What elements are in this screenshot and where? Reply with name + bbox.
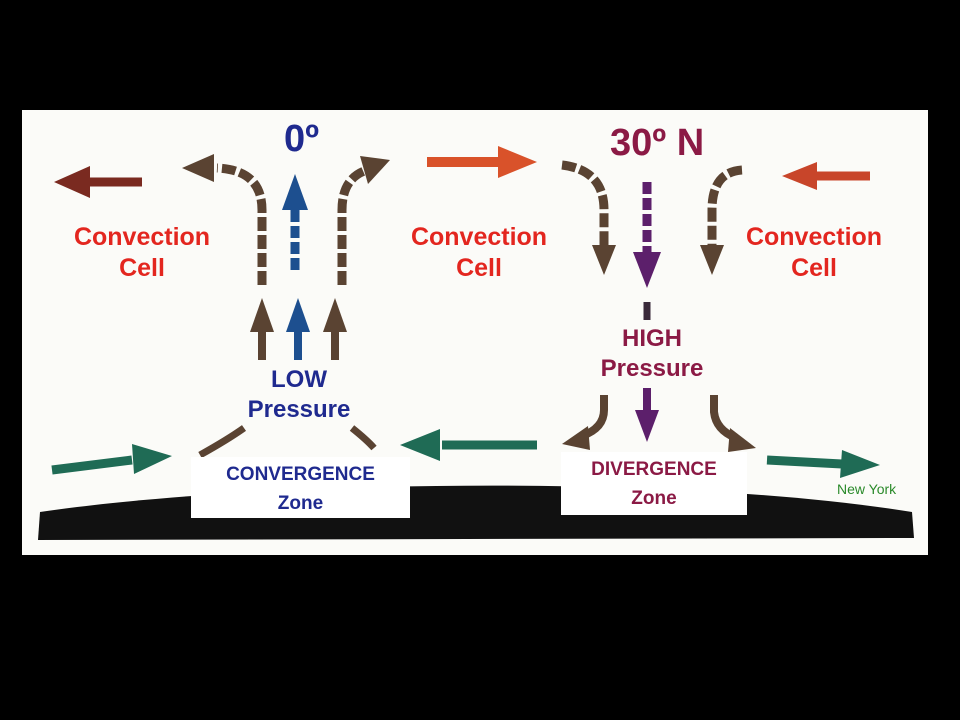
low-pressure-line2: Pressure — [247, 396, 351, 423]
high-pressure-line1: HIGH — [622, 325, 682, 352]
divergence-arrowhead-center — [635, 410, 659, 442]
convection-cell-left-label: Convection Cell — [57, 222, 227, 285]
latitude-sinking-arrowhead — [633, 252, 661, 288]
low-rising-arrowhead-right — [323, 298, 347, 332]
mid-surface-return-arrowhead — [400, 429, 440, 461]
convection-cell-mid-label: Convection Cell — [394, 222, 564, 285]
left-outflow-arrowhead — [54, 166, 90, 198]
high-sinking-curve-left-head — [592, 245, 616, 275]
ground-surface — [38, 485, 914, 540]
high-pressure-label: HIGH Pressure — [577, 324, 727, 384]
divergence-zone-line2: Zone — [631, 487, 677, 509]
divergence-zone-box: DIVERGENCE Zone — [561, 452, 747, 515]
convection-cell-right-line2: Cell — [791, 254, 837, 283]
high-sinking-curve-right-head — [700, 245, 724, 275]
convection-cell-right-line1: Convection — [745, 223, 883, 251]
convection-cell-mid-line2: Cell — [456, 254, 502, 283]
left-surface-inflow-arrowhead — [132, 444, 172, 474]
equator-label: 0º — [284, 118, 320, 160]
mid-rising-curve-arrow — [337, 165, 369, 285]
place-label: New York — [837, 481, 897, 497]
high-sinking-curve-right — [707, 165, 743, 250]
divergence-zone-line1: DIVERGENCE — [591, 459, 717, 480]
convergence-zone-line1: CONVERGENCE — [226, 464, 375, 485]
left-rising-curve-arrow — [216, 163, 267, 285]
high-pressure-line2: Pressure — [600, 355, 704, 382]
divergence-arrowhead-left — [562, 426, 590, 450]
left-rising-curve-arrowhead — [182, 154, 214, 182]
low-rising-arrowhead-center — [286, 298, 310, 332]
convection-cell-left-line2: Cell — [119, 254, 165, 283]
convection-cell-left-line1: Convection — [73, 223, 211, 251]
diagram-panel: 0º 30º N Convection Cell Convection Cell… — [22, 110, 928, 555]
low-rising-arrowhead-left — [250, 298, 274, 332]
convergence-arc-right — [349, 425, 377, 451]
convection-cell-mid-line1: Convection — [410, 223, 548, 251]
low-pressure-line1: LOW — [271, 366, 327, 393]
high-sinking-curve-left — [561, 160, 609, 250]
divergence-arrowhead-right — [728, 428, 756, 452]
left-surface-inflow-arrow — [51, 455, 133, 475]
mid-rising-curve-arrowhead — [360, 156, 390, 184]
right-surface-outflow-arrow — [766, 455, 843, 469]
convergence-arc-left — [198, 425, 247, 459]
right-top-inflow-arrowhead — [782, 162, 817, 190]
convergence-zone-line2: Zone — [277, 492, 324, 514]
convection-diagram — [38, 146, 914, 540]
convergence-zone-box: CONVERGENCE Zone — [191, 457, 410, 518]
mid-top-inflow-arrowhead — [498, 146, 537, 178]
equator-rising-arrowhead — [282, 174, 308, 210]
right-surface-outflow-arrowhead — [840, 450, 880, 478]
low-pressure-label: LOW Pressure — [224, 365, 374, 425]
latitude-30n-label: 30º N — [610, 122, 705, 164]
convection-cell-right-label: Convection Cell — [729, 222, 899, 285]
